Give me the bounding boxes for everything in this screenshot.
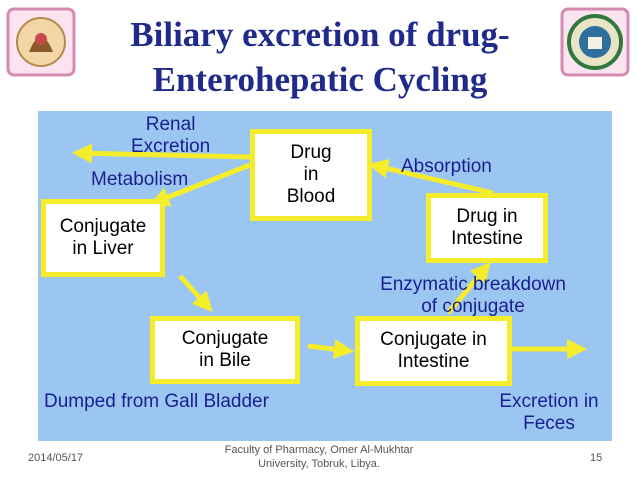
- university-crest-icon: [6, 7, 76, 77]
- conjugate-in-intestine-box: Conjugate in Intestine: [355, 316, 512, 386]
- diagram-arrows: [72, 143, 587, 360]
- footer-date: 2014/05/17: [28, 452, 84, 464]
- page-number: 15: [590, 452, 603, 464]
- metabolism-label: Metabolism: [91, 169, 189, 190]
- arrow-drug-to-blood: [368, 158, 494, 196]
- conjugate-in-bile-box: Conjugate in Bile: [150, 316, 300, 384]
- arrow-blood-to-renal: [72, 143, 251, 164]
- faculty-seal-icon: [560, 7, 630, 77]
- dumped-from-gall-bladder-label: Dumped from Gall Bladder: [44, 391, 269, 412]
- renal-excretion-label: Renal Excretion: [131, 114, 211, 157]
- arrow-liver-to-bile: [178, 274, 213, 312]
- arrow-intestine-to-drug: [446, 261, 491, 315]
- excretion-in-feces-label: Excretion in Feces: [499, 391, 599, 434]
- arrow-bile-to-intestine: [307, 339, 354, 360]
- drug-in-blood-box: Drug in Blood: [250, 129, 372, 221]
- arrow-blood-to-liver: [149, 162, 251, 207]
- slide-title: Biliary excretion of drug- Enterohepatic…: [130, 15, 510, 99]
- drug-in-intestine-box: Drug in Intestine: [426, 193, 548, 263]
- absorption-label: Absorption: [401, 156, 492, 177]
- enterohepatic-diagram: Drug in Blood Conjugate in Liver Drug in…: [38, 111, 612, 441]
- conjugate-in-liver-box: Conjugate in Liver: [41, 199, 165, 277]
- enzymatic-breakdown-label: Enzymatic breakdown of conjugate: [380, 274, 566, 317]
- footer-institution: Faculty of Pharmacy, Omer Al-Mukhtar Uni…: [224, 444, 414, 470]
